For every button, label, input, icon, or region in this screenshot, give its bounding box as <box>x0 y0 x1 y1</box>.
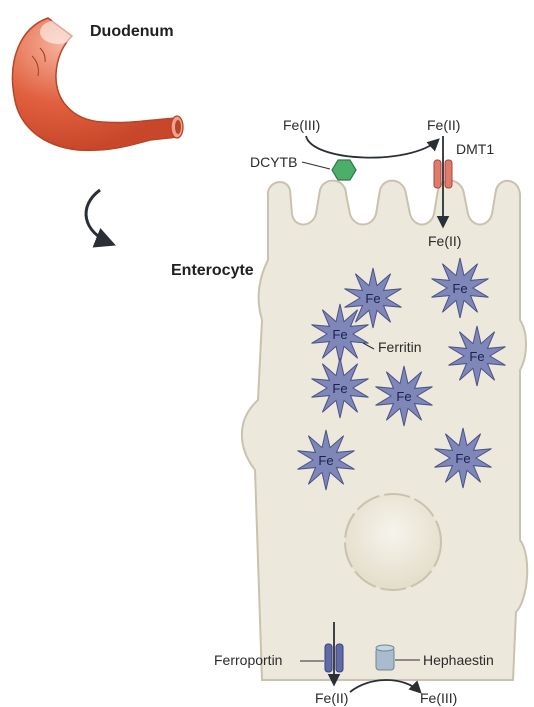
ferritin-fe-text: Fe <box>452 281 467 296</box>
nucleus-icon <box>345 494 441 590</box>
ferritin-label: Ferritin <box>378 339 422 355</box>
cylinder-protein-icon <box>376 645 394 670</box>
fe3-bottom-label: Fe(III) <box>420 690 457 706</box>
enterocyte-label: Enterocyte <box>171 262 254 279</box>
ferroportin-label: Ferroportin <box>214 652 282 668</box>
ferritin-fe-text: Fe <box>469 349 484 364</box>
duodenum-label: Duodenum <box>90 23 174 40</box>
ferritin-fe-text: Fe <box>332 327 347 342</box>
ferritin-fe-text: Fe <box>455 451 470 466</box>
oxidation-arrow <box>350 680 420 692</box>
hexagon-protein-icon <box>332 160 356 180</box>
fe3-top-label: Fe(III) <box>283 117 320 133</box>
dmt1-label: DMT1 <box>456 141 494 157</box>
ferritin-fe-text: Fe <box>332 381 347 396</box>
hephaestin-label: Hephaestin <box>423 652 494 668</box>
curved-arrow-icon <box>86 190 112 244</box>
ferritin-fe-text: Fe <box>365 291 380 306</box>
ferritin-fe-text: Fe <box>396 389 411 404</box>
fe2-inside-label: Fe(II) <box>428 233 461 249</box>
fe2-bottom-label: Fe(II) <box>315 690 348 706</box>
dcytb-label: DCYTB <box>250 154 297 170</box>
enterocyte-cell <box>242 181 527 680</box>
fe2-top-label: Fe(II) <box>427 117 460 133</box>
dcytb-leader-line <box>302 162 330 169</box>
reduction-arrow <box>306 136 438 158</box>
ferritin-fe-text: Fe <box>318 453 333 468</box>
